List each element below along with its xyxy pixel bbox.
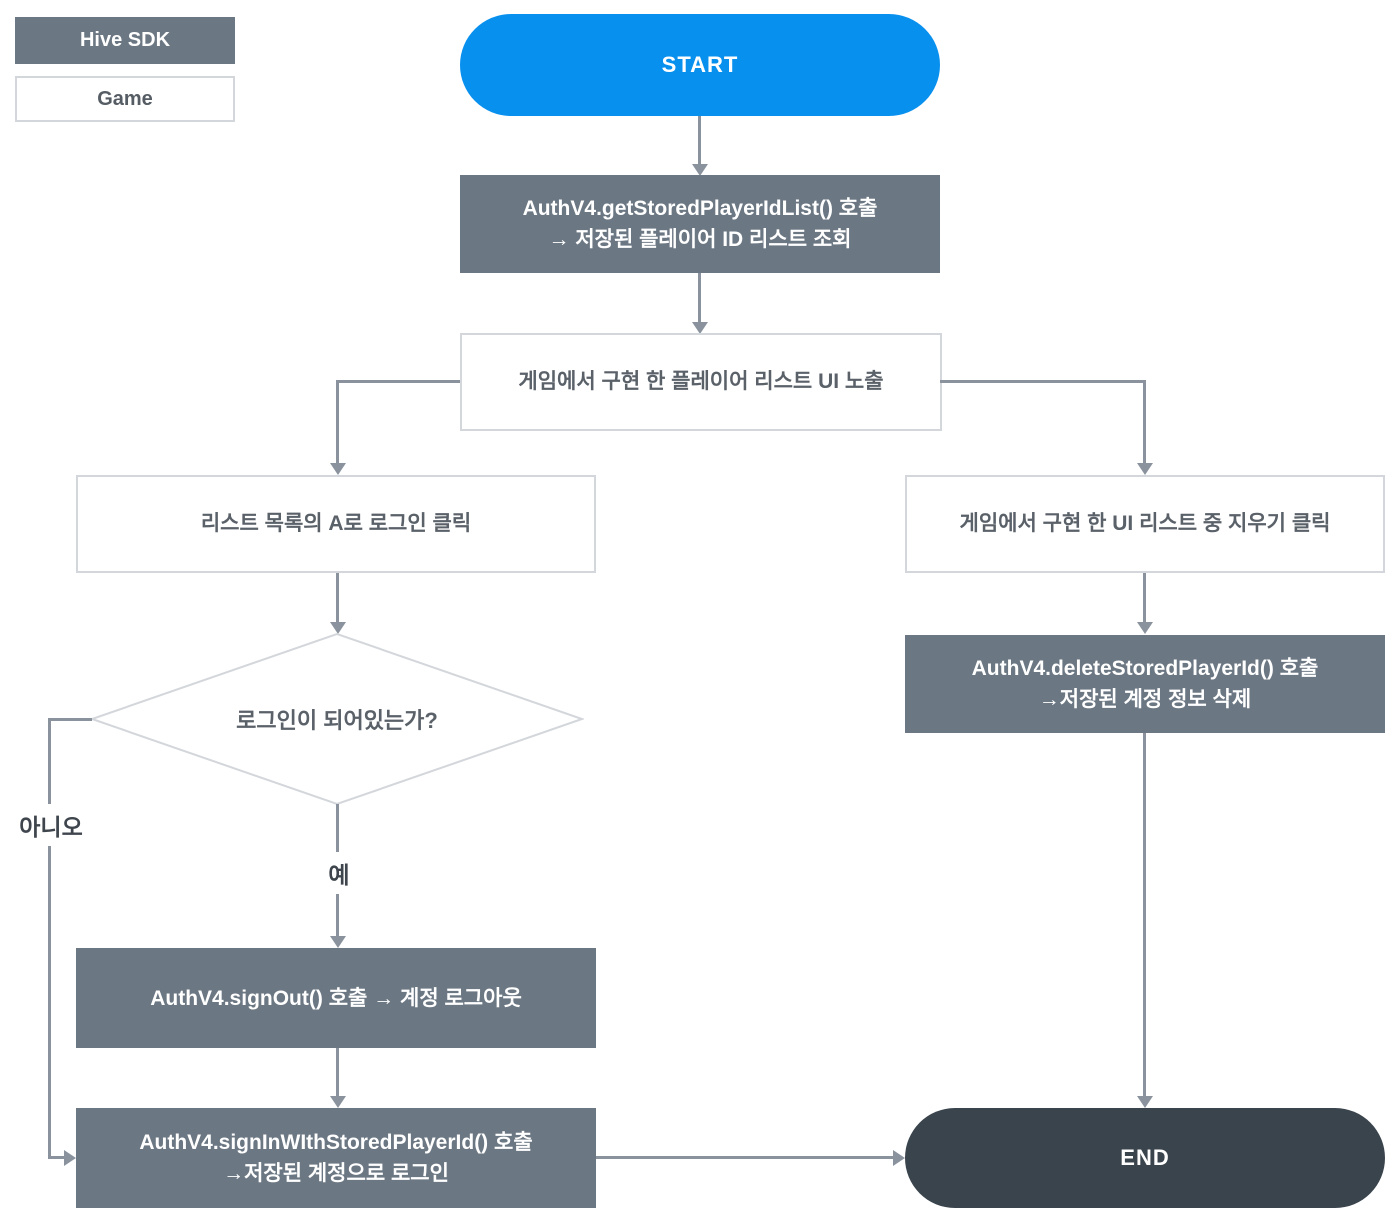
connector-listui-left-horizontal <box>336 380 460 383</box>
legend-game: Game <box>15 76 235 122</box>
decision-question: 로그인이 되어있는가? <box>236 708 438 733</box>
legend-game-label: Game <box>97 87 153 110</box>
connector-deleteclick-to-deletestored <box>1143 573 1146 624</box>
connector-start-to-getstored <box>698 116 701 166</box>
arrowhead-deleteclick <box>1137 463 1153 475</box>
connector-signout-to-signin <box>336 1048 339 1098</box>
arrowhead-listui <box>692 322 708 334</box>
legend-hive-sdk-label: Hive SDK <box>79 29 171 51</box>
connector-signin-to-end <box>596 1156 894 1159</box>
signout-node-label: AuthV4.signOut() 호출 → 계정 로그아웃 <box>150 986 522 1010</box>
player-list-ui-label: 게임에서 구현 한 플레이어 리스트 UI 노출 <box>518 370 884 393</box>
connector-listui-right-vertical <box>1143 380 1146 465</box>
signin-stored-node-line1: AuthV4.signInWIthStoredPlayerId() 호출 <box>139 1131 533 1154</box>
start-node: START <box>460 14 940 116</box>
legend-hive-sdk: Hive SDK <box>15 17 235 64</box>
start-node-label: START <box>661 52 739 77</box>
arrowhead-end-top <box>1137 1096 1153 1108</box>
signin-stored-node-line2: →저장된 계정으로 로그인 <box>223 1162 449 1185</box>
connector-no-vertical <box>48 718 51 1158</box>
login-click-node: 리스트 목록의 A로 로그인 클릭 <box>76 475 596 573</box>
arrowhead-deletestored <box>1137 622 1153 634</box>
getstored-node-line2: → 저장된 플레이어 ID 리스트 조회 <box>548 228 852 251</box>
connector-deletestored-to-end <box>1143 733 1146 1098</box>
signin-stored-node: AuthV4.signInWIthStoredPlayerId() 호출 →저장… <box>76 1108 596 1208</box>
arrowhead-loginclick <box>330 463 346 475</box>
deletestored-node-line1: AuthV4.deleteStoredPlayerId() 호출 <box>971 657 1319 680</box>
arrowhead-getstored <box>692 164 708 176</box>
connector-listui-left-vertical <box>336 380 339 465</box>
connector-getstored-to-listui <box>698 273 701 324</box>
delete-click-node: 게임에서 구현 한 UI 리스트 중 지우기 클릭 <box>905 475 1385 573</box>
player-list-ui-node: 게임에서 구현 한 플레이어 리스트 UI 노출 <box>460 333 942 431</box>
login-click-label: 리스트 목록의 A로 로그인 클릭 <box>200 512 472 535</box>
arrowhead-signout <box>330 936 346 948</box>
connector-listui-right-horizontal <box>940 380 1146 383</box>
connector-loginclick-to-decision <box>336 573 339 624</box>
decision-diamond-label: 로그인이 되어있는가? <box>90 632 584 806</box>
deletestored-node: AuthV4.deleteStoredPlayerId() 호출 →저장된 계정… <box>905 635 1385 733</box>
connector-no-horizontal-top <box>48 718 92 721</box>
end-node-label: END <box>1120 1145 1170 1170</box>
delete-click-label: 게임에서 구현 한 UI 리스트 중 지우기 클릭 <box>959 512 1331 535</box>
arrowhead-signin-left <box>64 1150 76 1166</box>
deletestored-node-line2: →저장된 계정 정보 삭제 <box>1038 688 1252 711</box>
arrowhead-signin-top <box>330 1096 346 1108</box>
arrowhead-decision <box>330 622 346 634</box>
connector-no-horizontal-bottom <box>48 1156 66 1159</box>
signout-node: AuthV4.signOut() 호출 → 계정 로그아웃 <box>76 948 596 1048</box>
arrowhead-end-left <box>893 1150 905 1166</box>
getstored-node: AuthV4.getStoredPlayerIdList() 호출 → 저장된 … <box>460 175 940 273</box>
branch-label-yes: 예 <box>320 852 358 894</box>
getstored-node-line1: AuthV4.getStoredPlayerIdList() 호출 <box>522 197 878 220</box>
branch-label-no: 아니오 <box>11 804 91 846</box>
end-node: END <box>905 1108 1385 1208</box>
